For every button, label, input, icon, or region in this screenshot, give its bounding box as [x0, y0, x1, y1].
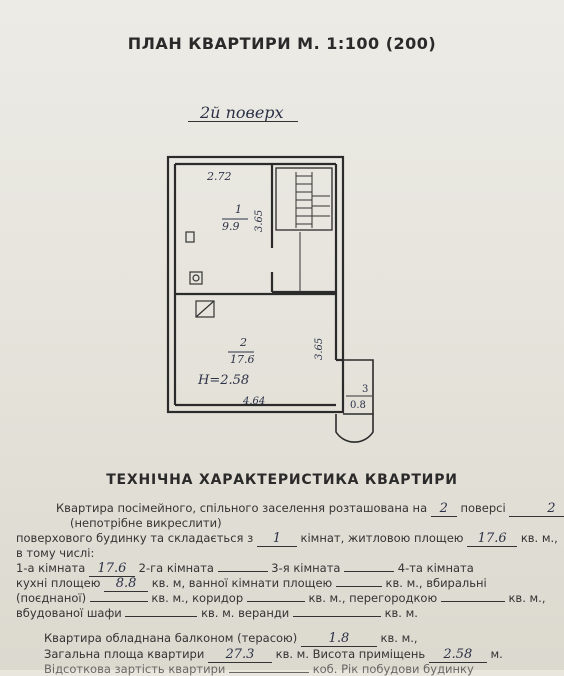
room2-area: 17.6 — [230, 353, 255, 366]
room2-number: 2 — [239, 336, 247, 349]
room1-number: 1 — [235, 203, 242, 216]
line-8: вбудованої шафи кв. м. веранди кв. м. — [16, 606, 418, 620]
page-title: ПЛАН КВАРТИРИ М. 1:100 (200) — [127, 34, 437, 53]
line-11: Відсоткова зартість квартири коб. Рік по… — [44, 662, 474, 676]
vent-icon — [195, 300, 215, 318]
room1-side: 3.65 — [254, 210, 265, 232]
floor-underline — [188, 121, 298, 122]
ceiling-height: H=2.58 — [197, 373, 249, 388]
line-9: Квартира обладнана балконом (терасою) 1.… — [44, 631, 418, 647]
top-dimension: 2.72 — [206, 170, 232, 183]
fixture-icon — [185, 231, 195, 243]
room3-number: 3 — [362, 384, 368, 395]
line-4: в тому числі: — [16, 546, 95, 560]
line-1: Квартира посімейного, спільного заселенн… — [56, 501, 564, 517]
staircase — [275, 167, 333, 231]
line-3: поверхового будинку та складається з 1 к… — [16, 531, 558, 547]
outer-wall — [166, 155, 345, 414]
stove-icon — [189, 271, 203, 285]
line-6: кухні площею 8.8 кв. м, ванної кімнати п… — [16, 576, 487, 592]
line-5: 1-а кімната 17.6 2-га кімната 3-я кімнат… — [16, 561, 474, 577]
line-7: (поєднаної) кв. м., коридор кв. м., пере… — [16, 591, 546, 605]
floor-label: 2й поверх — [200, 103, 284, 122]
section-title: ТЕХНІЧНА ХАРАКТЕРИСТИКА КВАРТИРИ — [106, 472, 458, 488]
line-10: Загальна площа квартири 27.3 кв. м. Висо… — [44, 647, 503, 663]
room1-area: 9.9 — [222, 220, 240, 233]
bottom-dimension: 4.64 — [242, 396, 265, 407]
line-2: (непотрібне викреслити) — [70, 516, 222, 530]
balcony — [343, 359, 374, 415]
floor-plan: 2.72 1 9.9 3.65 2 17.6 3.65 H=2.58 4.64 … — [166, 155, 374, 443]
room2-side: 3.65 — [314, 338, 325, 360]
room3-area: 0.8 — [350, 400, 366, 411]
